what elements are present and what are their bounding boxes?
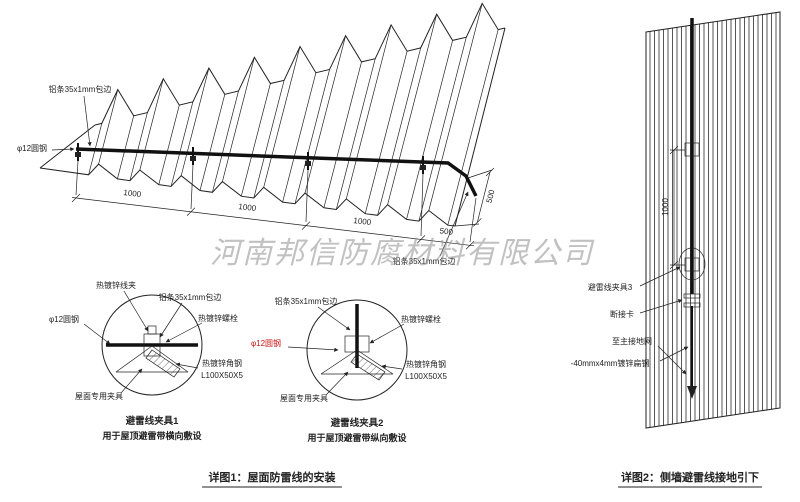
wall-elevation-view: 1000 避雷线夹具3 断接卡 至主接地网 -40mmx4mm镀锌扁钢 (571, 11, 781, 429)
clamp-detail-circle (678, 247, 706, 281)
detail-1-circle (101, 294, 203, 396)
dim-500-slope: 500 (485, 188, 497, 204)
detail-2-circle (306, 299, 408, 401)
label-alu-strip-d1: 铝条35x1mm包边 (159, 292, 222, 302)
label-round-steel-d2: φ12圆钢 (251, 338, 281, 348)
label-angle-steel-d1: 热镀锌角钢 (202, 358, 242, 368)
caption-figure-2: 详图2：侧墙避雷线接地引下 (621, 470, 759, 484)
detail-1-angle-steel-section (145, 349, 181, 378)
dim-500: 500 (439, 226, 454, 237)
dim-1000-2: 1000 (238, 202, 257, 213)
roof-right-gable-edge (454, 27, 506, 227)
label-alu-strip-d2: 铝条35x1mm包边 (275, 296, 338, 306)
dim-1000-1: 1000 (123, 188, 142, 199)
label-to-ground: 至主接地网 (612, 336, 652, 346)
lightning-wire (75, 147, 478, 197)
wire-clamps (75, 143, 426, 174)
label-round-steel-roof: φ12圆钢 (17, 143, 47, 153)
label-bolt-d1: 热镀锌螺栓 (198, 313, 238, 323)
disconnect-link-lower-plate (683, 302, 701, 308)
label-bolt-d2: 热镀锌螺栓 (401, 314, 441, 324)
detail-circle-2: 铝条35x1mm包边 热镀锌螺栓 φ12圆钢 热镀锌角钢 L100X50X5 屋… (251, 296, 448, 443)
label-wire-clip-d1: 热镀锌线夹 (96, 280, 136, 290)
detail-2-subtitle: 用于屋顶避雷带纵向敷设 (306, 432, 407, 443)
disconnect-link-upper-plate (683, 293, 701, 299)
label-angle-size-d1: L100X50X5 (201, 371, 243, 380)
label-flat-steel: -40mmx4mm镀锌扁钢 (571, 358, 650, 368)
roof-left-gable-edge (39, 124, 96, 169)
wall-annotations: 避雷线夹具3 断接卡 至主接地网 -40mmx4mm镀锌扁钢 (571, 266, 689, 375)
detail-circle-1: 热镀锌线夹 铝条35x1mm包边 热镀锌螺栓 φ12圆钢 热镀锌角钢 L100X… (49, 280, 244, 441)
detail-2-angle-steel-section (350, 353, 386, 381)
captions: 详图1：屋面防雷线的安装 详图2：侧墙避雷线接地引下 (202, 470, 762, 488)
dim-1000-wall: 1000 (661, 198, 670, 216)
dim-1000-3: 1000 (353, 216, 372, 227)
detail-1-title: 避雷线夹具1 (126, 415, 180, 427)
label-roof-clamp-d2: 屋面专用夹具 (280, 393, 328, 403)
detail-1-bolt (147, 325, 157, 335)
roof-slope-dimension: 500 (454, 167, 497, 227)
label-alu-strip-right: 铝条35x1mm包边 (393, 256, 456, 266)
roof-isometric-view: 1000 1000 1000 500 500 铝条35x1mm包边 φ12圆钢 … (17, 2, 506, 266)
label-angle-size-d2: L100X50X5 (405, 372, 447, 381)
detail-2-title: 避雷线夹具2 (331, 417, 384, 429)
label-angle-steel-d2: 热镀锌角钢 (406, 359, 446, 369)
detail-1-subtitle: 用于屋顶避雷带横向敷设 (101, 430, 202, 441)
label-roof-clamp-d1: 屋面专用夹具 (75, 391, 123, 401)
label-disconnect: 断接卡 (610, 309, 634, 319)
down-arrow (687, 386, 697, 399)
wall-clamp-lower (684, 257, 700, 272)
label-round-steel-d1: φ12圆钢 (49, 314, 79, 324)
wall-clamp-upper (684, 142, 700, 157)
roof-back-edge-profile (94, 2, 506, 126)
corrugation-valley-lines (88, 29, 499, 226)
label-clamp3: 避雷线夹具3 (588, 282, 633, 292)
detail-2-clamp (344, 335, 370, 353)
corrugation-crest-lines (98, 3, 483, 211)
roof-annotations: 铝条35x1mm包边 φ12圆钢 铝条35x1mm包边 (17, 84, 469, 266)
roof-dimension-chain: 1000 1000 1000 500 (71, 160, 477, 250)
corrugated-wall-panel (645, 11, 781, 429)
caption-figure-1: 详图1：屋面防雷线的安装 (208, 470, 335, 484)
label-alu-strip-top: 铝条35x1mm包边 (49, 84, 112, 94)
wall-dimension: 1000 (661, 145, 685, 270)
company-watermark: 河南邦信防腐材料有限公司 (210, 236, 595, 271)
